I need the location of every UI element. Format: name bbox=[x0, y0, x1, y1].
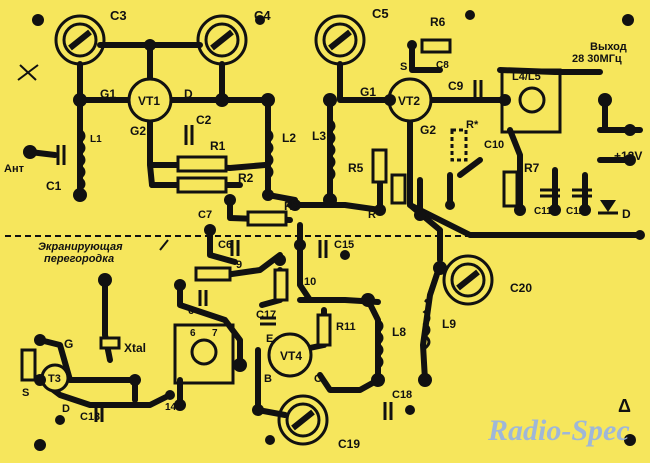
label-c6: C6 bbox=[218, 239, 232, 251]
label-c2: C2 bbox=[196, 113, 212, 127]
label-g1-vt1: G1 bbox=[100, 87, 116, 101]
label-r11: R11 bbox=[336, 321, 356, 333]
label-g2-vt2: G2 bbox=[420, 123, 436, 137]
label-c9: C9 bbox=[448, 79, 464, 93]
label-output-range: 28 30МГц bbox=[572, 53, 622, 65]
label-screen-line2: перегородка bbox=[44, 253, 114, 265]
label-r7: R7 bbox=[524, 161, 540, 175]
label-r-star: R* bbox=[466, 119, 479, 131]
trimmer-capacitor-c3 bbox=[56, 16, 104, 64]
label-screen-line1: Экранирующая bbox=[38, 241, 123, 253]
label-c12: C12 bbox=[566, 206, 585, 217]
label-r10: 10 bbox=[304, 276, 316, 288]
component-labels: C3 C4 C5 R6 C8 Выход 28 30МГц G1 VT1 D G… bbox=[4, 6, 642, 451]
coils bbox=[77, 118, 431, 370]
label-c15: C15 bbox=[334, 239, 354, 251]
label-s-t3: S bbox=[22, 387, 29, 399]
label-c1: C1 bbox=[46, 179, 62, 193]
label-c4: C4 bbox=[254, 8, 271, 23]
label-xtal: Xtal bbox=[124, 341, 146, 355]
label-l3: L3 bbox=[312, 129, 326, 143]
label-e: E bbox=[266, 333, 273, 345]
label-l4-l5: L4/L5 bbox=[512, 71, 541, 83]
label-g-t3: G bbox=[64, 337, 73, 351]
trimmer-capacitor-c5 bbox=[316, 16, 364, 64]
label-c19: C19 bbox=[338, 437, 360, 451]
label-r2: R2 bbox=[238, 171, 254, 185]
label-c10: C10 bbox=[484, 139, 504, 151]
solder-pads bbox=[23, 39, 645, 445]
label-l7: 7 bbox=[212, 328, 218, 339]
delta-mark: Δ bbox=[618, 396, 631, 416]
label-c-vt4: C bbox=[314, 373, 322, 385]
transistor-vt1 bbox=[127, 77, 173, 123]
label-r1: R1 bbox=[210, 139, 226, 153]
label-c11: C11 bbox=[534, 206, 552, 217]
label-g2-vt1: G2 bbox=[130, 124, 146, 138]
label-d-t3: D bbox=[62, 403, 70, 415]
trimmer-capacitor-c20 bbox=[444, 256, 492, 304]
trimmer-capacitor-c4 bbox=[198, 16, 246, 64]
label-r6: R6 bbox=[430, 15, 446, 29]
trimmer-capacitor-c19 bbox=[279, 396, 327, 444]
watermark: Radio-Spec bbox=[487, 414, 630, 447]
label-r5: R5 bbox=[348, 161, 364, 175]
label-vt4: VT4 bbox=[280, 349, 302, 363]
label-c13: C13 bbox=[80, 411, 100, 423]
label-l2: L2 bbox=[282, 131, 296, 145]
label-b: B bbox=[264, 373, 272, 385]
label-c8: C8 bbox=[436, 60, 449, 71]
capacitors bbox=[56, 80, 592, 422]
label-l8: L8 bbox=[392, 325, 406, 339]
transistor-vt4 bbox=[267, 332, 313, 378]
label-c3: C3 bbox=[110, 8, 127, 23]
label-c18: C18 bbox=[392, 389, 412, 401]
label-d-vt1: D bbox=[184, 87, 193, 101]
label-r4: R bbox=[368, 209, 376, 221]
label-vt1: VT1 bbox=[138, 94, 160, 108]
cross-mark bbox=[17, 64, 39, 81]
label-c20: C20 bbox=[510, 281, 532, 295]
label-s-vt2: S bbox=[400, 61, 407, 73]
label-r3: R3 bbox=[284, 199, 300, 213]
diode-d bbox=[598, 200, 618, 215]
label-l6: 6 bbox=[190, 328, 196, 339]
shield-partition bbox=[5, 235, 645, 251]
label-r9: 9 bbox=[236, 259, 242, 271]
label-c5: C5 bbox=[372, 6, 389, 21]
label-c7: C7 bbox=[198, 209, 212, 221]
label-d-diode: D bbox=[622, 207, 631, 221]
label-l1: L1 bbox=[90, 134, 102, 145]
label-ant: Ант bbox=[4, 163, 25, 175]
label-vt2: VT2 bbox=[398, 94, 420, 108]
tuned-module-l6-l7 bbox=[173, 323, 235, 385]
mounting-pads bbox=[32, 10, 636, 451]
label-g1-vt2: G1 bbox=[360, 85, 376, 99]
label-l9: L9 bbox=[442, 317, 456, 331]
label-plus-12v: +12V bbox=[614, 149, 642, 163]
label-output: Выход bbox=[590, 41, 627, 53]
label-r6-lower: 6 bbox=[188, 305, 194, 317]
label-c17: C17 bbox=[256, 309, 276, 321]
label-t3: T3 bbox=[48, 373, 61, 385]
label-14: 14 bbox=[165, 402, 177, 413]
resistors bbox=[20, 38, 519, 382]
crystal-xtal bbox=[99, 336, 121, 350]
